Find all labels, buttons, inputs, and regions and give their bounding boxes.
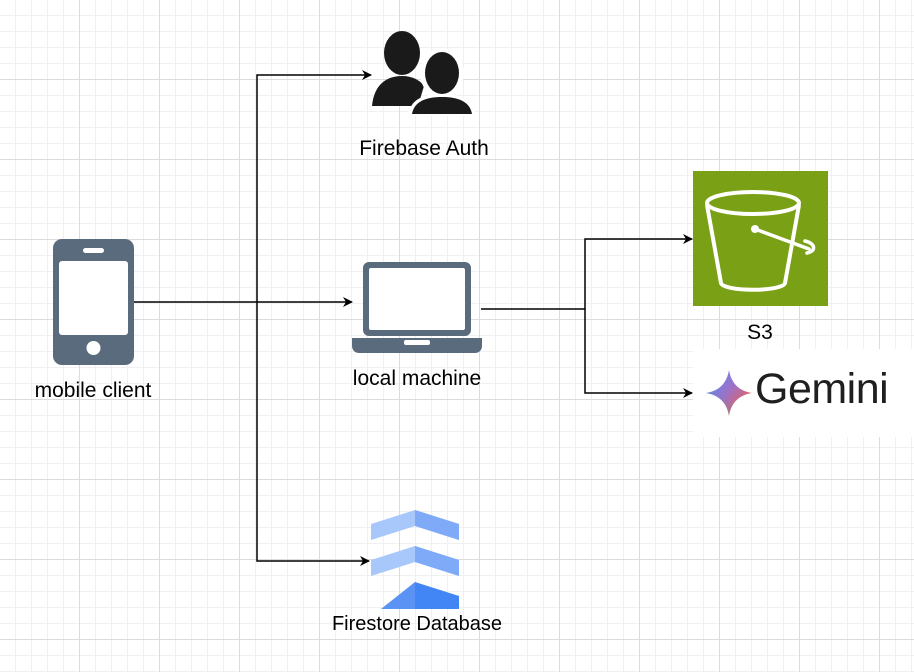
local-machine-label: local machine (352, 367, 482, 390)
firebase-auth-node[interactable] (372, 30, 476, 116)
s3-node[interactable] (693, 171, 828, 306)
firestore-label: Firestore Database (331, 613, 503, 635)
local-machine-node[interactable] (352, 262, 482, 354)
gemini-node[interactable]: Gemini (693, 349, 914, 437)
firestore-icon (371, 510, 459, 609)
users-icon (372, 31, 476, 116)
mobile-client-node[interactable] (53, 239, 134, 365)
smartphone-icon (53, 239, 134, 365)
edge-mobile-to-auth (256, 70, 372, 302)
s3-bucket-icon (705, 190, 816, 292)
edge-local-to-s3 (481, 234, 693, 310)
edge-local-to-gemini (584, 309, 693, 398)
edge-mobile-to-firestore (256, 302, 370, 566)
firebase-auth-label: Firebase Auth (359, 137, 489, 160)
s3-label: S3 (747, 321, 773, 344)
mobile-client-label: mobile client (34, 379, 152, 402)
gemini-sparkle-icon (706, 370, 752, 416)
firestore-node[interactable] (371, 510, 459, 609)
gemini-label: Gemini (755, 365, 889, 413)
laptop-icon (352, 262, 482, 353)
